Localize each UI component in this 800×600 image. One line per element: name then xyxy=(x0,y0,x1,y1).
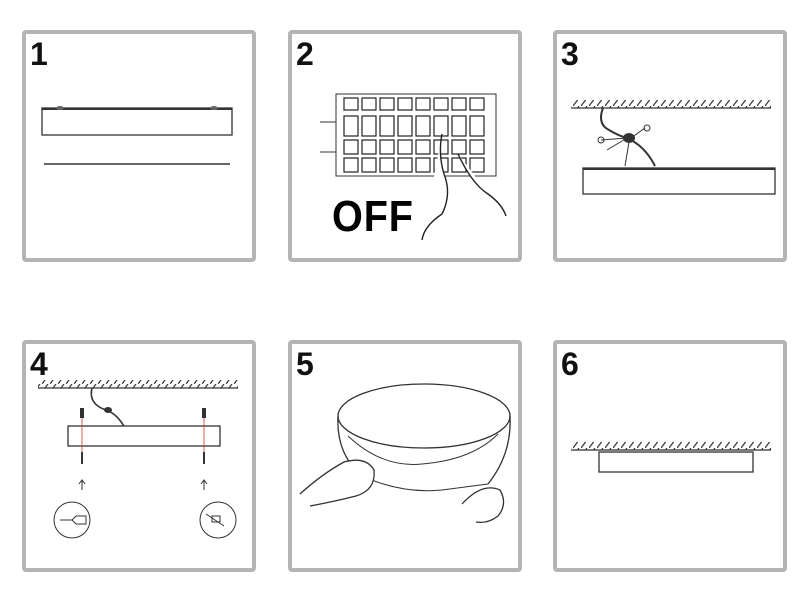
diffuser-attach-illustration xyxy=(299,383,511,524)
installed-fixture-illustration xyxy=(571,442,771,473)
step-4-panel: 4 xyxy=(22,340,256,572)
step-number: 1 xyxy=(30,36,48,72)
step-number: 4 xyxy=(30,346,48,382)
step-2-panel: 2 OFF xyxy=(288,30,522,262)
step-5-panel: 5 xyxy=(288,340,522,572)
step-6-panel: 6 xyxy=(553,340,787,572)
step-number: 3 xyxy=(561,36,579,72)
wiring-illustration xyxy=(571,100,776,195)
off-label: OFF xyxy=(332,192,414,241)
step-1-panel: 1 xyxy=(22,30,256,262)
mounting-illustration xyxy=(38,380,238,539)
step-number: 5 xyxy=(296,346,314,382)
fixture-unboxed-illustration xyxy=(41,106,233,165)
breaker-panel-illustration xyxy=(320,93,507,241)
step-number: 6 xyxy=(561,346,579,382)
step-number: 2 xyxy=(296,36,314,72)
step-3-panel: 3 xyxy=(553,30,787,262)
